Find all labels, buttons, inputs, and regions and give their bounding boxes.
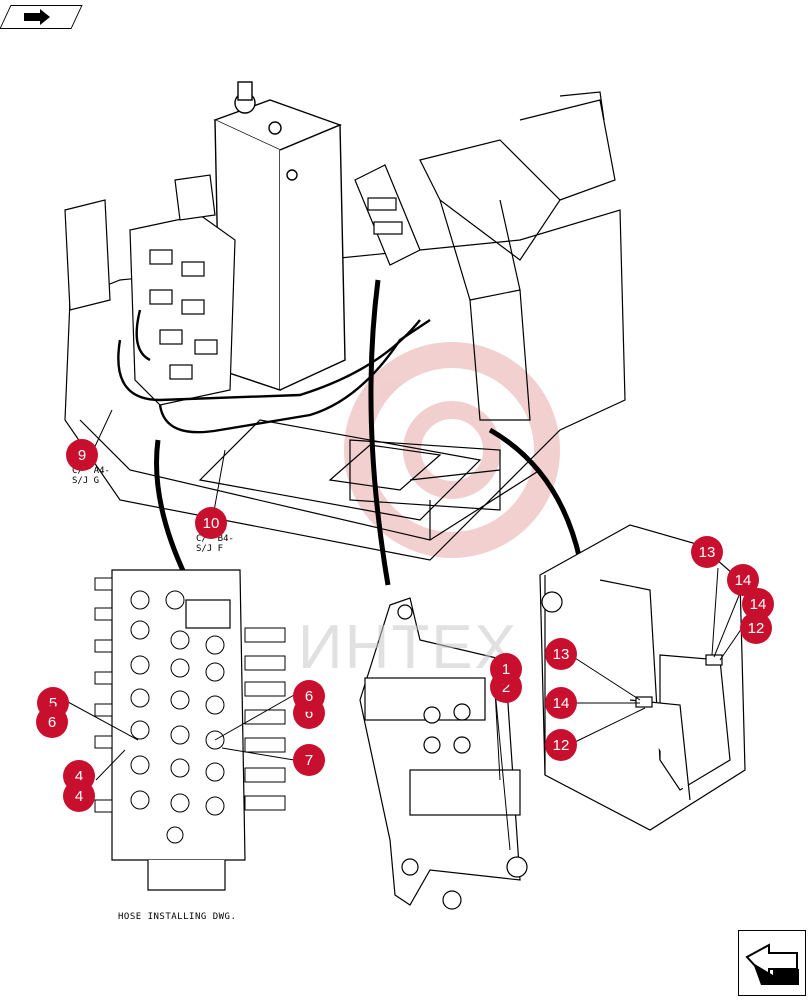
watermark-text: ИНТЕХ xyxy=(298,613,518,682)
callout-4[interactable]: 4 xyxy=(63,780,95,812)
detail-leaders xyxy=(154,279,583,586)
control-valve-drawing xyxy=(64,174,236,406)
hydraulic-tank-drawing xyxy=(213,81,346,391)
clamp-detail xyxy=(359,597,528,910)
valve-block-detail xyxy=(111,569,246,891)
drawing-caption: HOSE INSTALLING DWG. xyxy=(118,912,237,922)
valve-side-fittings xyxy=(94,577,286,813)
next-page-button[interactable] xyxy=(738,930,806,996)
reference-label-9: C/ A4- S/J G xyxy=(72,466,110,486)
next-page-arrow-icon xyxy=(745,943,799,985)
callout-7[interactable]: 7 xyxy=(293,744,325,776)
callout-9[interactable]: 9 xyxy=(66,439,98,471)
reference-label-10: C/ B4- S/J F xyxy=(196,534,234,554)
previous-page-button[interactable] xyxy=(0,5,83,29)
return-arrow-icon xyxy=(24,9,50,25)
callout-12[interactable]: 12 xyxy=(545,729,577,761)
boom-bracket-detail xyxy=(539,524,746,831)
callout-14[interactable]: 14 xyxy=(545,687,577,719)
callout-6-right[interactable]: 6 xyxy=(293,680,325,712)
valve-ports xyxy=(130,590,225,844)
callout-6-left[interactable]: 6 xyxy=(36,706,68,738)
callout-1[interactable]: 1 xyxy=(490,653,522,685)
callout-leaders xyxy=(67,409,743,851)
callout-10[interactable]: 10 xyxy=(195,507,227,539)
callout-12-top[interactable]: 12 xyxy=(740,612,772,644)
callout-13-top[interactable]: 13 xyxy=(691,536,723,568)
hose-lines xyxy=(117,309,431,434)
callout-13[interactable]: 13 xyxy=(545,638,577,670)
clamp-bracket-drawing xyxy=(354,164,421,266)
callout-14-top[interactable]: 14 xyxy=(727,564,759,596)
